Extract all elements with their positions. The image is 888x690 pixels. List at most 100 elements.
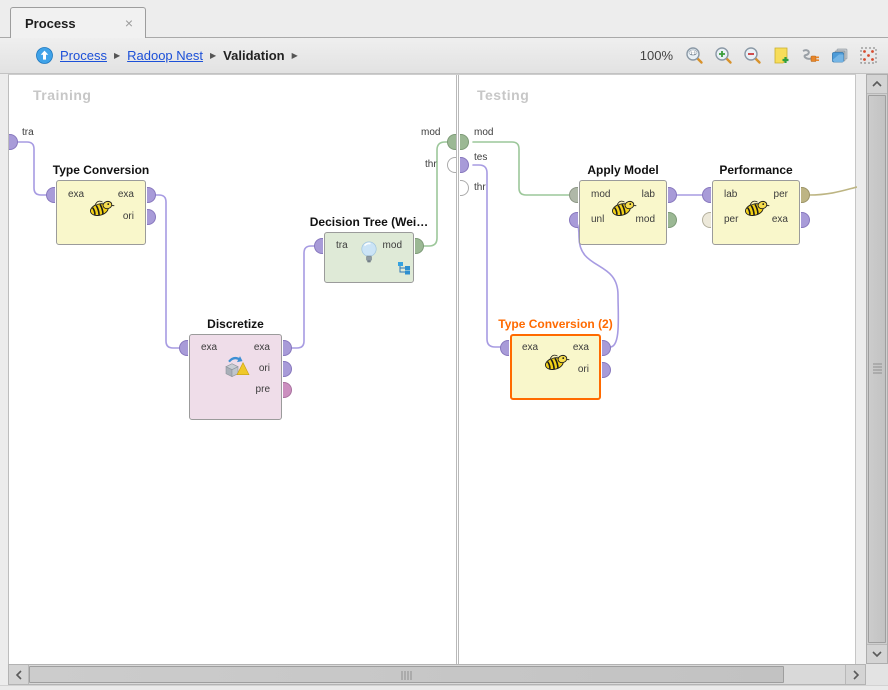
up-arrow-circle-icon[interactable] xyxy=(36,47,53,64)
operator-performance[interactable]: Performance lab per per exa xyxy=(702,163,810,245)
breadcrumb-separator: ▶ xyxy=(210,51,217,60)
scrollbar-grip xyxy=(873,363,882,375)
divider-port-mod-right[interactable] xyxy=(460,134,469,150)
vertical-scrollbar[interactable] xyxy=(866,74,888,664)
zoom-level-label: 100% xyxy=(639,48,673,63)
wire-discretize-to-decision-tree[interactable] xyxy=(290,245,316,349)
divider-port-mod-left-label: mod xyxy=(421,127,441,138)
layers-icon[interactable] xyxy=(829,46,849,66)
bottom-edge-strip xyxy=(0,685,888,690)
discretize-convert-icon xyxy=(221,355,251,386)
port-exa-in[interactable] xyxy=(179,340,188,356)
operator-decision-tree[interactable]: Decision Tree (Wei… tra mod xyxy=(310,215,428,283)
add-note-icon[interactable] xyxy=(771,46,791,66)
port-per-out[interactable] xyxy=(801,187,810,203)
operator-type-conversion[interactable]: Type Conversion exa exa ori xyxy=(46,163,156,245)
hive-bee-icon xyxy=(541,350,571,379)
port-unl-in[interactable] xyxy=(569,212,578,228)
wire-tra-to-type-conversion[interactable] xyxy=(9,141,48,196)
scroll-down-button[interactable] xyxy=(867,644,887,663)
port-label: exa xyxy=(201,342,218,353)
operator-apply-model[interactable]: Apply Model mod unl lab mod xyxy=(569,163,677,245)
wire-mod-port-to-apply-model[interactable] xyxy=(472,141,571,196)
tab-close-icon[interactable]: × xyxy=(124,15,133,31)
divider-port-tes[interactable] xyxy=(460,157,469,173)
port-label: per xyxy=(724,214,739,225)
port-mod-in[interactable] xyxy=(569,187,578,203)
port-lab-in[interactable] xyxy=(702,187,711,203)
wire-type-conversion-to-discretize[interactable] xyxy=(154,194,181,349)
scroll-up-button[interactable] xyxy=(867,75,887,94)
port-label: lab xyxy=(641,189,655,200)
auto-wire-icon[interactable] xyxy=(800,46,820,66)
subprocess-divider xyxy=(456,75,459,665)
wire-performance-to-output[interactable] xyxy=(808,186,857,196)
canvas-toolbar: 100% 1:1 xyxy=(640,46,878,66)
operator-discretize[interactable]: Discretize exa exa ori pre xyxy=(179,317,292,420)
horizontal-scrollbar-thumb[interactable] xyxy=(29,666,784,683)
breadcrumb-item-process[interactable]: Process xyxy=(60,48,107,63)
tab-bar: Process × xyxy=(0,0,888,38)
operator-title: Decision Tree (Wei… xyxy=(309,215,429,229)
port-mod-out[interactable] xyxy=(668,212,677,228)
fit-view-icon[interactable] xyxy=(858,46,878,66)
port-mod-out[interactable] xyxy=(415,238,424,254)
port-pre-out[interactable] xyxy=(283,382,292,398)
hive-bee-icon xyxy=(741,196,771,225)
scroll-right-button[interactable] xyxy=(845,665,865,684)
hive-bee-icon xyxy=(608,196,638,225)
vertical-scrollbar-thumb[interactable] xyxy=(868,95,886,643)
breadcrumb-item-radoop-nest[interactable]: Radoop Nest xyxy=(127,48,204,63)
port-label: mod xyxy=(382,240,402,251)
port-exa-in[interactable] xyxy=(46,187,55,203)
port-per-in[interactable] xyxy=(702,212,711,228)
port-label: ori xyxy=(258,363,270,374)
port-label: mod xyxy=(635,214,655,225)
scrollbar-grip xyxy=(401,671,412,680)
port-exa-in[interactable] xyxy=(500,340,509,356)
divider-port-tes-label: tes xyxy=(474,152,488,163)
tab-title: Process xyxy=(25,15,76,31)
port-label: lab xyxy=(724,189,738,200)
port-exa-out[interactable] xyxy=(602,340,611,356)
operator-type-conversion-2[interactable]: Type Conversion (2) exa exa ori xyxy=(498,317,613,400)
divider-port-mod-left[interactable] xyxy=(447,134,456,150)
zoom-reset-icon[interactable]: 1:1 xyxy=(684,46,704,66)
operator-title: Type Conversion (2) xyxy=(498,317,613,331)
port-exa-out[interactable] xyxy=(283,340,292,356)
breadcrumb-item-validation: Validation xyxy=(223,48,285,63)
port-ori-out[interactable] xyxy=(283,361,292,377)
divider-port-thr-left[interactable] xyxy=(447,157,456,173)
breadcrumb: Process ▶ Radoop Nest ▶ Validation ▶ xyxy=(36,47,298,64)
port-label: ori xyxy=(577,364,589,375)
wire-tes-port-to-type-conversion-2[interactable] xyxy=(472,164,502,348)
port-label: exa xyxy=(117,189,134,200)
input-port-tra[interactable] xyxy=(9,134,18,150)
divider-port-thr-right-label: thr xyxy=(474,182,486,193)
divider-port-mod-right-label: mod xyxy=(474,127,494,138)
breadcrumb-separator: ▶ xyxy=(291,51,298,60)
port-ori-out[interactable] xyxy=(147,209,156,225)
port-ori-out[interactable] xyxy=(602,362,611,378)
port-label: unl xyxy=(591,214,605,225)
scroll-left-button[interactable] xyxy=(9,665,29,684)
hive-bee-icon xyxy=(86,196,116,225)
process-canvas[interactable]: Training Testing tra mod thr mod tes thr… xyxy=(8,74,857,665)
tab-process[interactable]: Process × xyxy=(10,7,146,38)
divider-port-thr-right[interactable] xyxy=(460,180,469,196)
port-lab-out[interactable] xyxy=(668,187,677,203)
operator-title: Type Conversion xyxy=(52,163,150,177)
wire-decision-tree-to-mod-port[interactable] xyxy=(422,141,451,247)
horizontal-scrollbar[interactable] xyxy=(8,664,866,685)
port-label: ori xyxy=(122,211,134,222)
section-label-testing: Testing xyxy=(477,87,530,103)
operator-title: Performance xyxy=(719,163,793,177)
port-label: exa xyxy=(522,342,539,353)
port-tra-in[interactable] xyxy=(314,238,323,254)
zoom-out-icon[interactable] xyxy=(742,46,762,66)
port-exa-out[interactable] xyxy=(147,187,156,203)
lightbulb-icon xyxy=(360,240,378,271)
zoom-in-icon[interactable] xyxy=(713,46,733,66)
port-exa-out[interactable] xyxy=(801,212,810,228)
